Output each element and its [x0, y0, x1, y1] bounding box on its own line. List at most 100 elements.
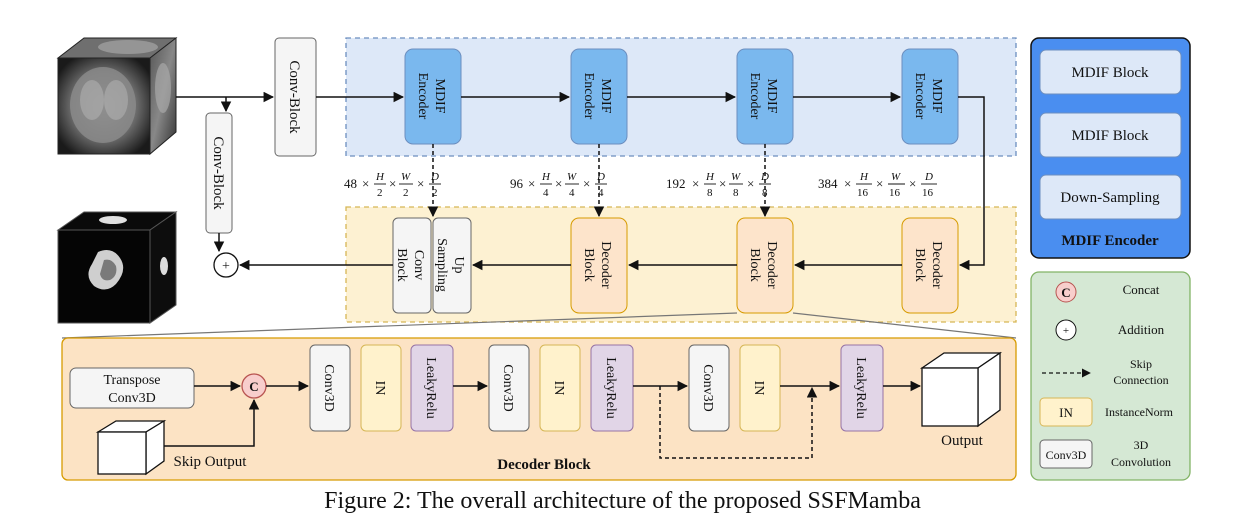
svg-text:×: ×: [389, 176, 396, 191]
addition-node: [213, 252, 239, 278]
encoder-panel-item-1: MDIF Block: [1039, 49, 1182, 95]
input-mri-cube: [56, 36, 178, 156]
upsampling-label: UpSampling: [434, 238, 466, 292]
svg-text:×: ×: [555, 176, 562, 191]
output-segmentation-cube: [56, 211, 178, 324]
mdif-encoder-2: MDIFEncoder: [570, 48, 628, 145]
svg-text:MDIF Block: MDIF Block: [1071, 65, 1149, 81]
svg-text:×: ×: [844, 176, 851, 191]
legend-instancenorm: IN InstanceNorm: [1039, 397, 1174, 427]
svg-text:W: W: [731, 171, 741, 183]
output-cube: [919, 351, 1003, 428]
svg-text:2: 2: [403, 187, 409, 199]
mdif-encoder-label: MDIFEncoder: [581, 73, 613, 120]
svg-text:Skip: Skip: [1130, 357, 1152, 371]
svg-text:2: 2: [432, 187, 438, 199]
svg-text:Conv3D: Conv3D: [500, 364, 515, 411]
conv-block-main-label: Conv-Block: [286, 60, 302, 134]
svg-text:16: 16: [857, 187, 869, 199]
skip-output-label: Skip Output: [174, 454, 248, 470]
svg-text:W: W: [891, 171, 901, 183]
svg-text:Concat: Concat: [1123, 282, 1160, 297]
svg-text:8: 8: [707, 187, 713, 199]
decoder-block-label: DecoderBlock: [581, 241, 613, 289]
detail-in-3: IN: [739, 344, 781, 432]
svg-text:×: ×: [876, 176, 883, 191]
svg-text:D: D: [760, 171, 769, 183]
mdif-encoder-1: MDIFEncoder: [404, 48, 462, 145]
detail-conv3d-1: Conv3D: [309, 344, 351, 432]
zoom-guide-right: [792, 312, 1017, 339]
dim-label-3: 192 × H 8 × W 8 × D 8: [666, 171, 771, 199]
svg-text:Down-Sampling: Down-Sampling: [1060, 190, 1160, 206]
conv-block-side-label: Conv-Block: [210, 136, 226, 210]
decoder-block-label: DecoderBlock: [747, 241, 779, 289]
figure-caption: Figure 2: The overall architecture of th…: [324, 488, 921, 514]
svg-text:Conv3D: Conv3D: [321, 364, 336, 411]
svg-text:4: 4: [569, 187, 575, 199]
mdif-encoder-label: MDIFEncoder: [747, 73, 779, 120]
svg-text:IN: IN: [372, 381, 387, 396]
detail-arrows: [164, 380, 922, 459]
dim-label-2: 96 × H 4 × W 4 × D 4: [510, 171, 607, 199]
addition-node-symbol: +: [222, 259, 230, 274]
svg-text:96: 96: [510, 176, 524, 191]
svg-text:LeakyRelu: LeakyRelu: [853, 357, 868, 418]
svg-text:Conv3D: Conv3D: [1046, 448, 1087, 462]
conv-block-decoder: ConvBlock: [392, 217, 432, 314]
svg-text:Conv3D: Conv3D: [700, 364, 715, 411]
detail-leakyrelu-1: LeakyRelu: [410, 344, 454, 432]
detail-in-1: IN: [360, 344, 402, 432]
concat-node: C: [241, 373, 267, 399]
encoder-panel-item-2: MDIF Block: [1039, 112, 1182, 158]
svg-text:+: +: [1063, 325, 1069, 337]
svg-text:16: 16: [922, 187, 934, 199]
svg-text:3D: 3D: [1134, 438, 1149, 452]
svg-text:×: ×: [417, 176, 424, 191]
svg-text:Conv3D: Conv3D: [108, 391, 155, 406]
svg-text:LeakyRelu: LeakyRelu: [603, 357, 618, 418]
svg-text:W: W: [567, 171, 577, 183]
detail-conv3d-2: Conv3D: [488, 344, 530, 432]
svg-text:C: C: [1061, 285, 1070, 300]
svg-text:C: C: [249, 379, 258, 394]
encoder-panel-title: MDIF Encoder: [1061, 233, 1159, 249]
svg-text:D: D: [430, 171, 439, 183]
dim-label-1: 48 × H 2 × W 2 × D 2: [344, 171, 441, 199]
svg-text:D: D: [596, 171, 605, 183]
upsampling-block: UpSampling: [432, 217, 472, 314]
svg-text:W: W: [401, 171, 411, 183]
skip-output-cube: [95, 419, 167, 476]
top-arrows: [176, 91, 985, 271]
svg-text:H: H: [375, 171, 385, 183]
dim-label-4: 384 × H 16 × W 16 × D 16: [818, 171, 937, 199]
decoder-block-3: DecoderBlock: [901, 217, 959, 314]
svg-text:16: 16: [889, 187, 901, 199]
svg-text:8: 8: [733, 187, 739, 199]
mdif-encoder-label: MDIFEncoder: [912, 73, 944, 120]
svg-text:Transpose: Transpose: [103, 373, 160, 388]
encoder-panel-item-3: Down-Sampling: [1039, 174, 1182, 220]
svg-text:MDIF Block: MDIF Block: [1071, 128, 1149, 144]
detail-leakyrelu-2: LeakyRelu: [590, 344, 634, 432]
svg-text:Addition: Addition: [1118, 322, 1165, 337]
svg-text:H: H: [541, 171, 551, 183]
svg-text:LeakyRelu: LeakyRelu: [423, 357, 438, 418]
decoder-block-label: DecoderBlock: [912, 241, 944, 289]
svg-text:H: H: [705, 171, 715, 183]
mdif-encoder-3: MDIFEncoder: [736, 48, 794, 145]
detail-conv3d-3: Conv3D: [688, 344, 730, 432]
legend-concat: C Concat: [1055, 281, 1160, 303]
svg-text:4: 4: [543, 187, 549, 199]
detail-in-2: IN: [539, 344, 581, 432]
svg-text:4: 4: [598, 187, 604, 199]
output-label: Output: [941, 433, 984, 449]
mdif-encoder-label: MDIFEncoder: [415, 73, 447, 120]
svg-text:384: 384: [818, 176, 838, 191]
conv-block-decoder-label: ConvBlock: [394, 248, 426, 281]
svg-text:×: ×: [909, 176, 916, 191]
legend-addition: + Addition: [1055, 319, 1165, 341]
svg-text:×: ×: [362, 176, 369, 191]
svg-text:×: ×: [528, 176, 535, 191]
